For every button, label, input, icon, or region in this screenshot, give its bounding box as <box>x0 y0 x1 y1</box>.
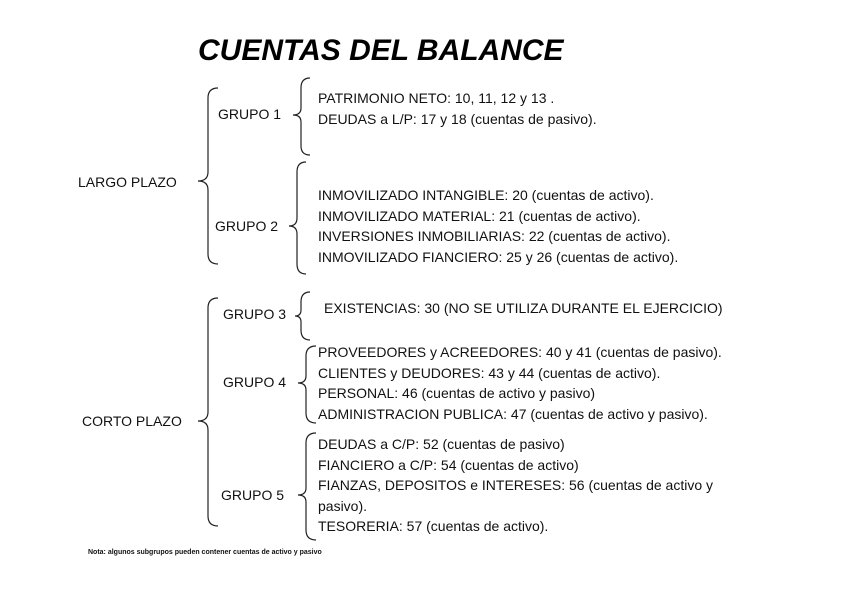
account-item: ADMINISTRACION PUBLICA: 47 (cuentas de a… <box>318 405 708 422</box>
account-item: INMOVILIZADO FIANCIERO: 25 y 26 (cuentas… <box>318 248 679 265</box>
account-item: DEUDAS a L/P: 17 y 18 (cuentas de pasivo… <box>318 110 597 127</box>
group-label-grupo-3: GRUPO 3 <box>223 306 287 322</box>
brace-grupo-4 <box>297 345 317 424</box>
group-5-items: DEUDAS a C/P: 52 (cuentas de pasivo) FIA… <box>318 434 713 537</box>
group-label-grupo-4: GRUPO 4 <box>223 374 287 390</box>
account-item: FIANCIERO a C/P: 54 (cuentas de activo) <box>318 456 579 473</box>
group-3-items: EXISTENCIAS: 30 (NO SE UTILIZA DURANTE E… <box>324 298 723 319</box>
account-item: INMOVILIZADO MATERIAL: 21 (cuentas de ac… <box>318 207 641 224</box>
account-item: PATRIMONIO NETO: 10, 11, 12 y 13 . <box>318 90 555 106</box>
account-item: INMOVILIZADO INTANGIBLE: 20 (cuentas de … <box>318 187 654 203</box>
section-label-corto-plazo: CORTO PLAZO <box>82 413 182 429</box>
group-1-items: PATRIMONIO NETO: 10, 11, 12 y 13 . DEUDA… <box>318 88 597 129</box>
brace-corto-plazo <box>197 297 219 527</box>
account-item: INVERSIONES INMOBILIARIAS: 22 (cuentas d… <box>318 228 671 244</box>
section-label-largo-plazo: LARGO PLAZO <box>78 174 177 190</box>
account-item: FIANZAS, DEPOSITOS e INTERESES: 56 (cuen… <box>318 477 713 493</box>
footnote: Nota: algunos subgrupos pueden contener … <box>88 549 322 556</box>
brace-grupo-2 <box>288 161 307 275</box>
group-label-grupo-5: GRUPO 5 <box>221 487 285 503</box>
group-4-items: PROVEEDORES y ACREEDORES: 40 y 41 (cuent… <box>318 342 722 424</box>
account-item: PROVEEDORES y ACREEDORES: 40 y 41 (cuent… <box>318 344 722 360</box>
group-label-grupo-1: GRUPO 1 <box>218 106 282 122</box>
group-2-items: INMOVILIZADO INTANGIBLE: 20 (cuentas de … <box>318 185 678 267</box>
page-title: CUENTAS DEL BALANCE <box>198 34 564 67</box>
group-label-grupo-2: GRUPO 2 <box>215 218 279 234</box>
brace-grupo-1 <box>292 77 311 156</box>
account-item: TESORERIA: 57 (cuentas de activo). <box>318 518 549 534</box>
brace-grupo-5 <box>297 432 317 541</box>
account-item: pasivo). <box>318 497 368 514</box>
account-item: CLIENTES y DEUDORES: 43 y 44 (cuentas de… <box>318 364 661 381</box>
brace-grupo-3 <box>294 291 311 341</box>
account-item: PERSONAL: 46 (cuentas de activo y pasivo… <box>318 385 596 401</box>
account-item: EXISTENCIAS: 30 (NO SE UTILIZA DURANTE E… <box>324 300 723 316</box>
brace-largo-plazo <box>197 87 219 265</box>
account-item: DEUDAS a C/P: 52 (cuentas de pasivo) <box>318 436 565 452</box>
